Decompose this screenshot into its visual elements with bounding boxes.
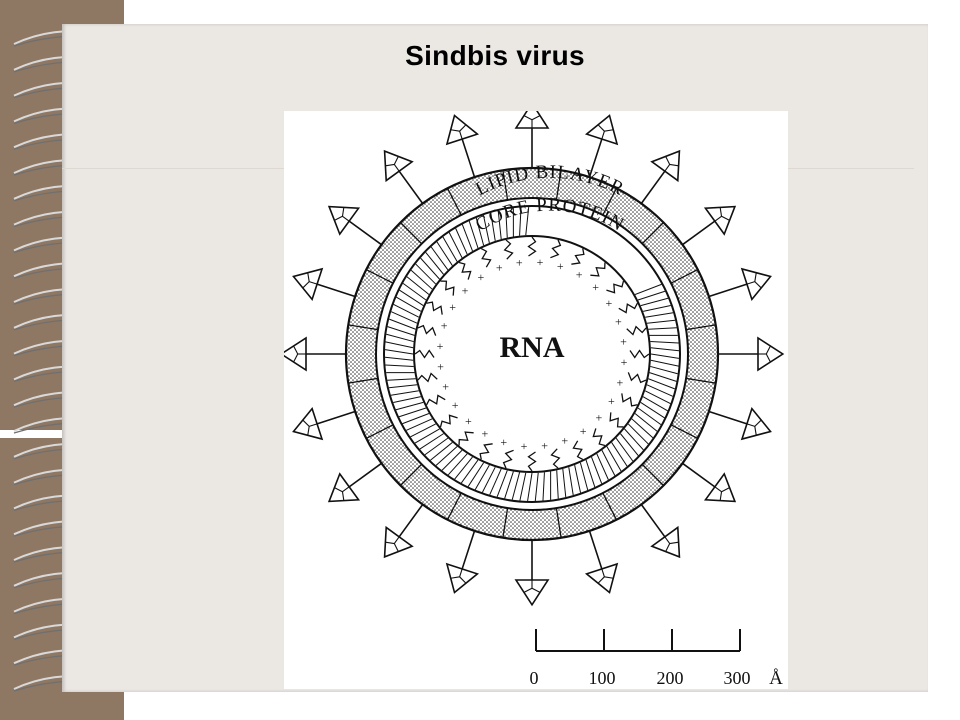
spike — [708, 406, 772, 441]
charge-plus: + — [541, 438, 548, 452]
spike — [383, 149, 424, 204]
charge-plus: + — [608, 394, 615, 408]
spike — [383, 504, 424, 559]
charge-plus: + — [516, 256, 523, 270]
charge-plus: + — [557, 259, 564, 273]
spike — [514, 540, 550, 607]
charge-plus: + — [521, 439, 528, 453]
charge-plus: + — [576, 268, 583, 282]
core-protein-inner — [413, 235, 651, 473]
binder-gap — [0, 430, 62, 438]
spike — [640, 149, 681, 204]
rna-label: RNA — [500, 331, 565, 364]
glycoprotein-spikes — [284, 111, 785, 607]
charge-plus: + — [449, 300, 456, 314]
spike — [682, 462, 737, 503]
spike — [292, 406, 356, 441]
core-protein-hatching — [384, 206, 680, 502]
spike — [584, 530, 619, 594]
spike — [584, 114, 619, 178]
spike — [682, 205, 737, 246]
charge-plus: + — [465, 414, 472, 428]
spike — [514, 111, 550, 168]
spike — [718, 336, 785, 372]
scale-unit: Å — [769, 668, 783, 689]
spike — [327, 462, 382, 503]
charge-plus: + — [437, 360, 444, 374]
spike — [445, 114, 480, 178]
charge-plus: + — [596, 411, 603, 425]
slide-title: Sindbis virus — [405, 40, 585, 71]
charge-plus: + — [437, 339, 444, 353]
charge-plus: + — [537, 255, 544, 269]
charge-plus: + — [496, 261, 503, 275]
scale-tick-200: 200 — [657, 668, 684, 688]
charge-plus: + — [442, 380, 449, 394]
charge-plus: + — [615, 314, 622, 328]
spike — [708, 267, 772, 302]
virus-diagram: LIPID BILAYER CORE PROTEIN +++++++++++++… — [284, 111, 785, 689]
charge-plus: + — [478, 270, 485, 284]
charge-plus: + — [617, 375, 624, 389]
scale-tick-0: 0 — [530, 668, 539, 688]
charge-plus: + — [580, 424, 587, 438]
spike — [445, 530, 480, 594]
scale-tick-100: 100 — [589, 668, 616, 688]
charge-plus: + — [606, 296, 613, 310]
scale-bar: 0 100 200 300 Å — [530, 629, 783, 689]
charge-plus: + — [620, 334, 627, 348]
spike — [292, 267, 356, 302]
charge-plus: + — [561, 433, 568, 447]
scale-tick-300: 300 — [724, 668, 751, 688]
spike — [327, 205, 382, 246]
rna-charge-tails: ++++++++++++++++++++++++++++ — [414, 236, 650, 472]
charge-plus: + — [592, 280, 599, 294]
charge-plus: + — [462, 283, 469, 297]
spike — [284, 336, 346, 372]
spike — [640, 504, 681, 559]
charge-plus: + — [452, 398, 459, 412]
charge-plus: + — [621, 355, 628, 369]
lipid-bilayer-segments — [348, 170, 716, 538]
charge-plus: + — [481, 426, 488, 440]
virus-diagram-panel: LIPID BILAYER CORE PROTEIN +++++++++++++… — [284, 111, 788, 689]
charge-plus: + — [500, 435, 507, 449]
charge-plus: + — [441, 319, 448, 333]
